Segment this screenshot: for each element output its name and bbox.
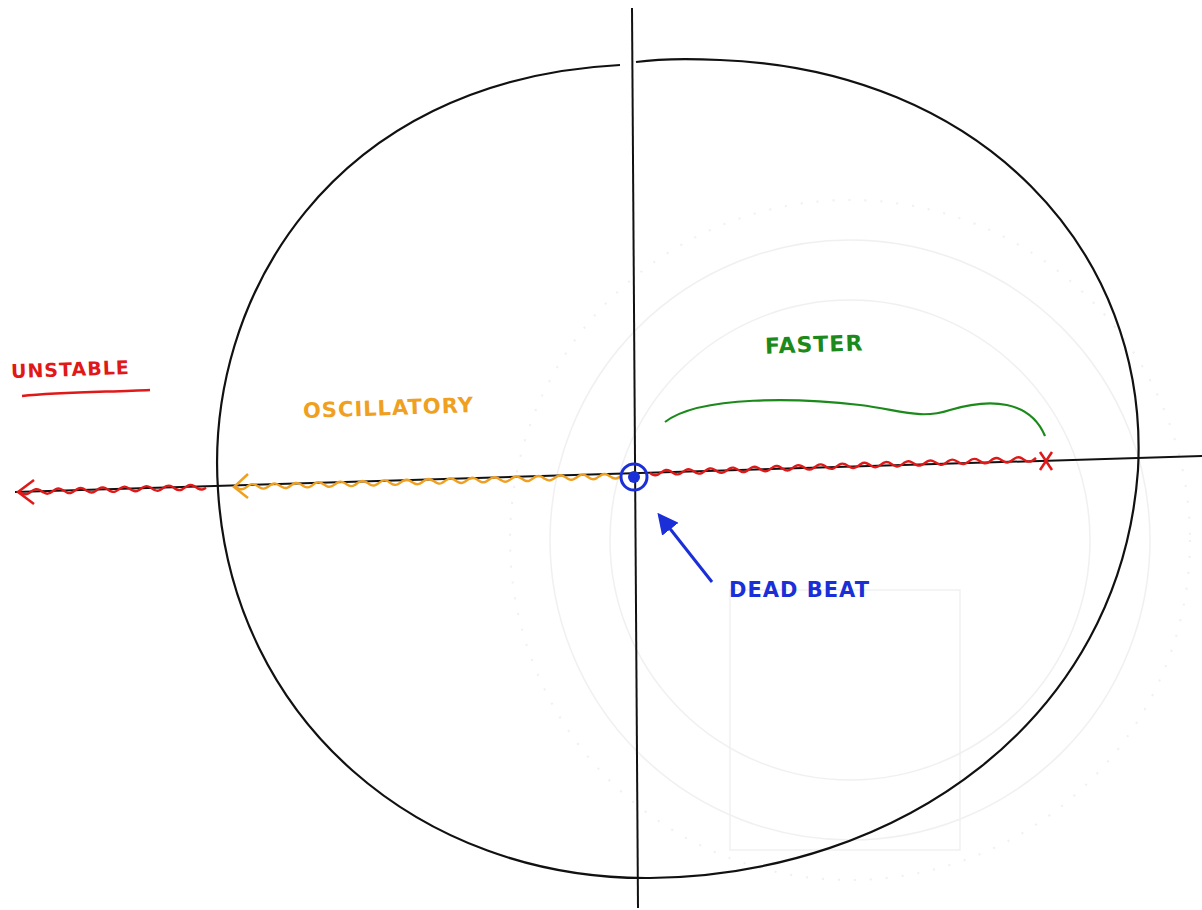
faster-arc bbox=[665, 400, 1045, 436]
pole-stroke bbox=[1040, 452, 1052, 470]
stable-segment bbox=[650, 457, 1036, 475]
seal-ring bbox=[510, 200, 1190, 880]
callout-label: DEAD BEAT bbox=[726, 578, 873, 603]
region-label: UNSTABLE bbox=[8, 356, 134, 383]
deadbeat-arrow bbox=[660, 516, 712, 582]
deadbeat-dot bbox=[628, 471, 640, 483]
region-label: OSCILLATORY bbox=[300, 393, 478, 424]
unit-circle bbox=[217, 59, 1139, 878]
oscillatory-head bbox=[234, 474, 248, 498]
pole-mark bbox=[1040, 452, 1052, 470]
watermark-seal bbox=[510, 200, 1190, 880]
seal-ring bbox=[610, 300, 1090, 780]
pole-stroke bbox=[1040, 452, 1052, 470]
region-label: FASTER bbox=[762, 330, 867, 360]
deadbeat-ring bbox=[621, 464, 647, 490]
seal-book bbox=[730, 590, 960, 850]
seal-ring bbox=[550, 240, 1150, 840]
imaginary-axis bbox=[632, 8, 638, 908]
unstable-underline bbox=[22, 390, 150, 396]
unstable-segment bbox=[20, 485, 206, 494]
oscillatory-segment bbox=[236, 474, 620, 489]
unstable-head bbox=[18, 480, 34, 504]
